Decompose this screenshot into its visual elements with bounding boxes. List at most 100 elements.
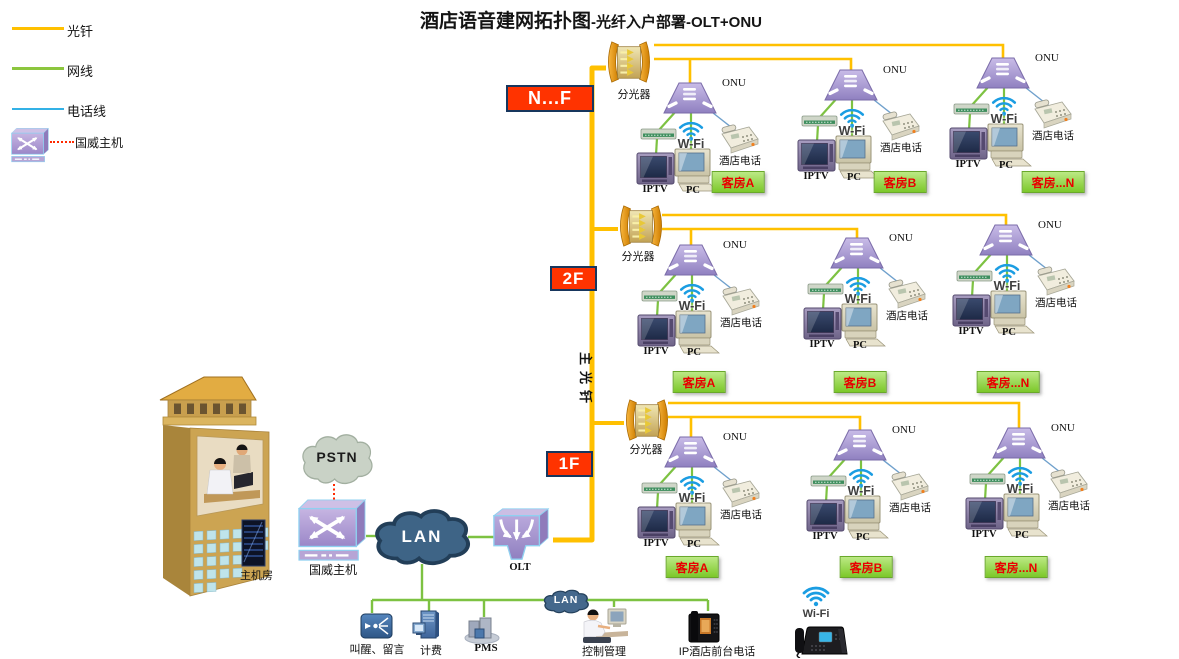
olt-label: OLT <box>509 562 531 573</box>
gw-host-icon <box>11 127 49 163</box>
lan-cloud-small <box>542 589 590 614</box>
wifi-icon <box>848 468 874 488</box>
lan-label: LAN <box>401 527 443 546</box>
room-label: 客房A <box>672 371 726 393</box>
room-unit-graphics <box>636 82 759 192</box>
hotel-phone-device <box>722 478 760 508</box>
onu-label: ONU <box>723 239 747 251</box>
splitter-label: 分光器 <box>621 251 655 263</box>
title-sub: -光纤入户部署-OLT+ONU <box>591 14 762 31</box>
room-unit-graphics <box>637 436 760 546</box>
optical-splitter <box>622 398 672 442</box>
pc-label: PC <box>856 532 870 543</box>
iptv-label: IPTV <box>809 339 835 350</box>
floor-label-nf: N...F <box>506 85 594 112</box>
wifi-label: W-Fi <box>678 299 706 313</box>
iptv-label: IPTV <box>643 346 669 357</box>
gw-host-icon <box>297 498 367 561</box>
control-operator <box>580 606 630 645</box>
gw-host-icon <box>10 126 50 163</box>
optical-splitter-icon <box>608 41 650 83</box>
hotel-phone-label: 酒店电话 <box>889 502 931 514</box>
pc-device <box>987 123 1032 167</box>
legend-fiber-label: 光钎 <box>67 24 94 39</box>
onu-device <box>824 69 878 101</box>
room-unit-graphics <box>797 69 920 179</box>
wifi-icon <box>839 108 865 128</box>
wifi-label: W-Fi <box>993 279 1021 293</box>
wifi-icon <box>678 121 704 141</box>
wifi-label: W-Fi <box>1006 482 1034 496</box>
iptv-device <box>797 139 836 172</box>
wifi-glyph <box>802 586 830 607</box>
lan-cloud-shape <box>375 509 470 566</box>
pc-label: PC <box>853 340 867 351</box>
pc-label: PC <box>847 172 861 183</box>
hotel-phone-label: 酒店电话 <box>720 317 762 329</box>
hotel-phone-label: 酒店电话 <box>1032 130 1074 142</box>
floor-label-2f: 2F <box>550 266 597 291</box>
ethernet-hub-device <box>953 103 990 115</box>
onu-device <box>830 237 884 269</box>
pms-server-icon <box>464 617 500 644</box>
billing-server-icon <box>412 610 439 639</box>
iptv-device <box>636 152 675 185</box>
onu-device <box>833 429 887 461</box>
room-label: 客房B <box>839 556 893 578</box>
pc-device <box>675 502 720 546</box>
optical-splitter <box>604 40 654 84</box>
iptv-device <box>803 307 842 340</box>
legend-host-label: 国威主机 <box>75 136 124 150</box>
room-unit-graphics <box>949 57 1072 167</box>
onu-device <box>976 57 1030 89</box>
wifi-bottom-label: Wi-Fi <box>802 608 830 620</box>
legend-phone-line <box>12 108 64 110</box>
hotel-phone-label: 酒店电话 <box>719 155 761 167</box>
onu-label: ONU <box>1035 52 1059 64</box>
pstn-cloud <box>299 432 375 486</box>
wifi-label: W-Fi <box>678 491 706 505</box>
pms-server-device <box>464 616 500 644</box>
iptv-device <box>637 506 676 539</box>
hotel-phone-label: 酒店电话 <box>1048 500 1090 512</box>
hotel-phone-device <box>1034 99 1072 129</box>
pc-device <box>675 310 720 354</box>
wifi-label: W-Fi <box>838 124 866 138</box>
onu-device <box>992 427 1046 459</box>
legend-ethernet-line <box>12 67 64 70</box>
pc-device <box>835 135 880 179</box>
onu-label: ONU <box>722 77 746 89</box>
pc-device <box>841 303 886 347</box>
hotel-phone-label: 酒店电话 <box>720 509 762 521</box>
wifi-icon <box>679 475 705 495</box>
hotel-building <box>148 372 284 598</box>
pc-device <box>674 148 719 192</box>
pc-label: PC <box>686 185 700 196</box>
ethernet-hub-device <box>969 473 1006 485</box>
optical-splitter-icon <box>626 399 668 441</box>
hotel-phone-device <box>721 124 759 154</box>
ethernet-hub-device <box>807 283 844 295</box>
lan-cloud <box>372 508 472 566</box>
backbone-fiber-label: 主光钎 <box>578 352 593 410</box>
wifi-label: W-Fi <box>990 112 1018 126</box>
splitter-label: 分光器 <box>629 444 663 456</box>
iptv-device <box>949 127 988 160</box>
pms-label: PMS <box>474 642 498 654</box>
wakeup-label: 叫醒、留言 <box>349 644 405 656</box>
iptv-label: IPTV <box>803 171 829 182</box>
pc-label: PC <box>999 160 1013 171</box>
hotel-phone-label: 酒店电话 <box>886 310 928 322</box>
room-unit-graphics <box>952 224 1075 334</box>
legend-dotted-line <box>50 141 74 143</box>
iptv-device <box>965 497 1004 530</box>
room-label: 客房...N <box>984 556 1048 578</box>
billing-server-device <box>412 610 440 643</box>
wifi-icon <box>799 584 833 608</box>
hotel-phone-label: 酒店电话 <box>880 142 922 154</box>
